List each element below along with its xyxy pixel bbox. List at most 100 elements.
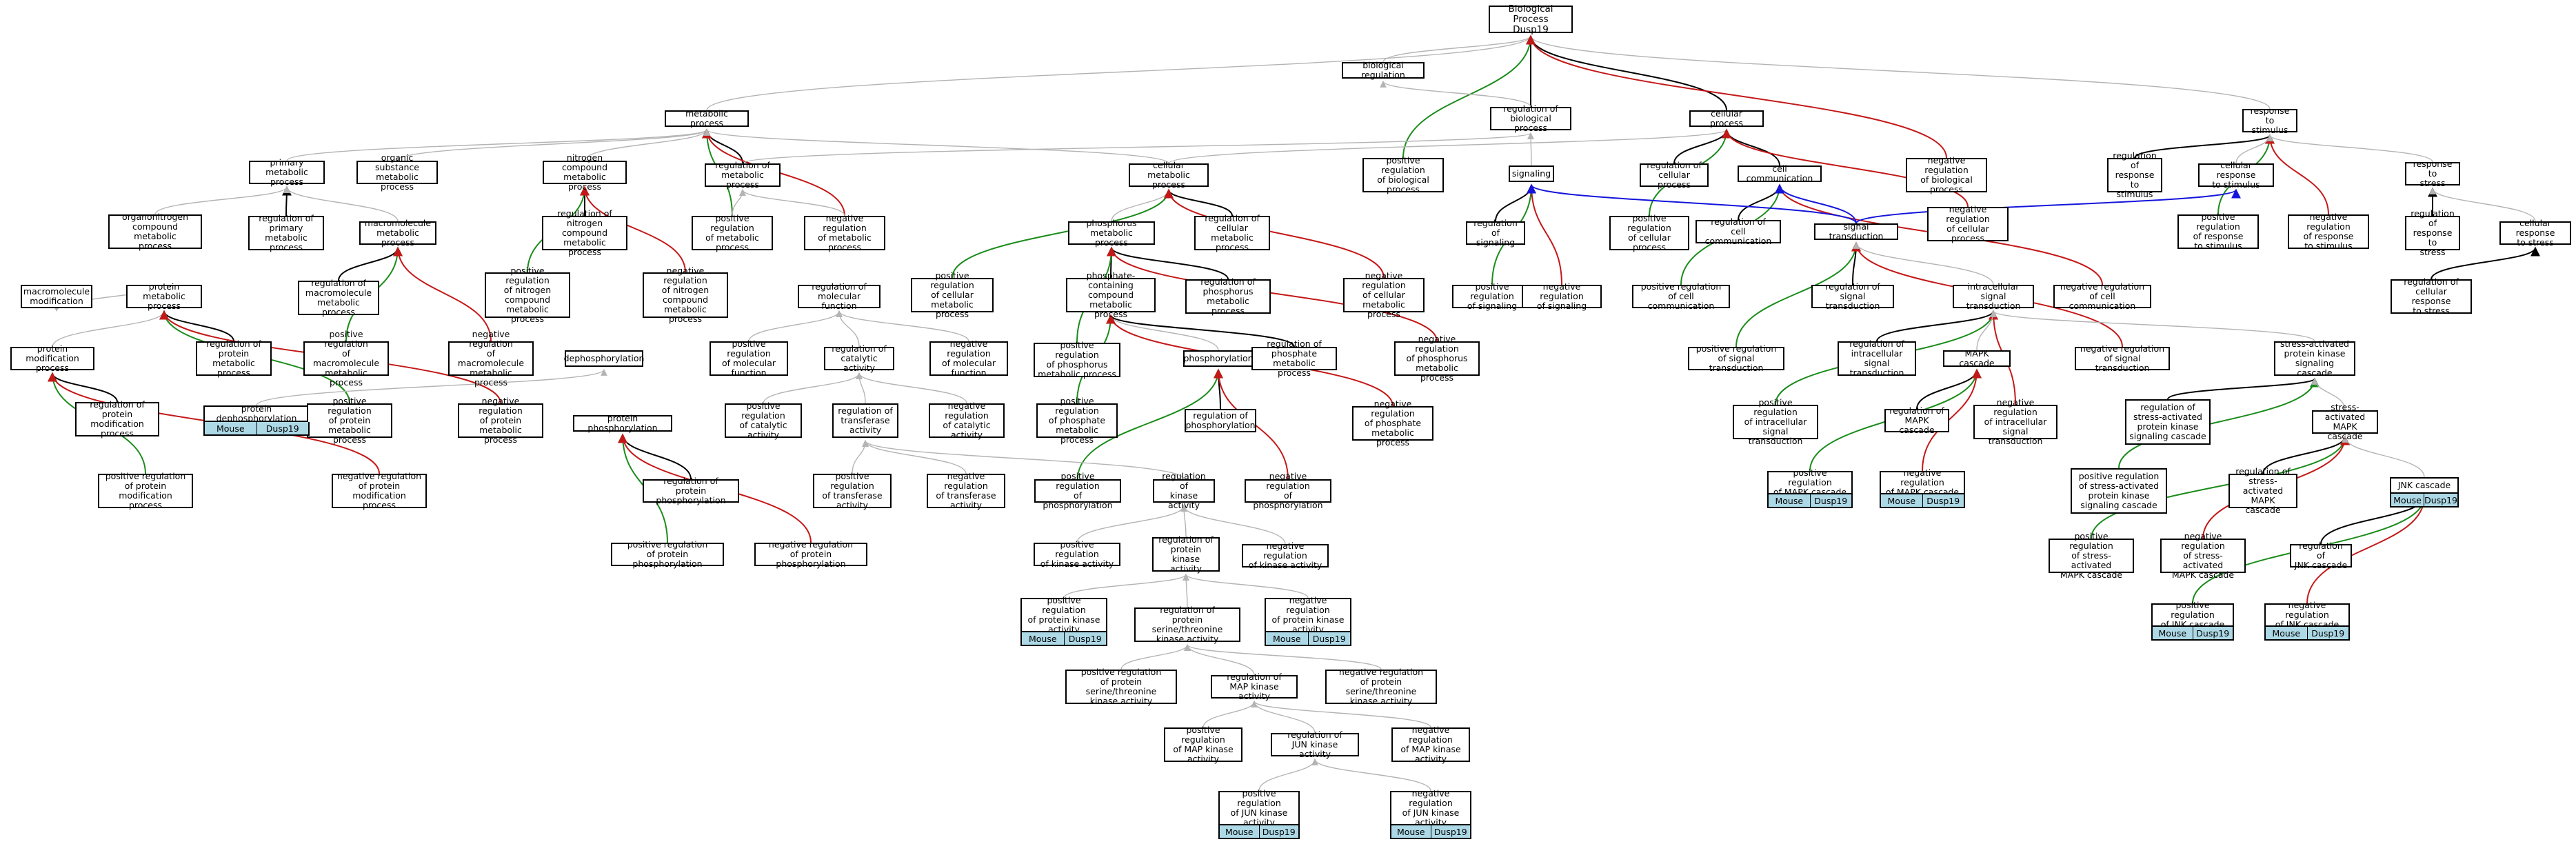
term-node-cellcomm[interactable]: cell communication (1738, 164, 1822, 183)
term-node-posregmet[interactable]: positive regulation of metabolic process (692, 214, 773, 252)
term-node-regintrasig[interactable]: regulation of intracellular signal trans… (1838, 339, 1916, 378)
term-node-posregmacro[interactable]: positive regulation of macromolecule met… (303, 330, 389, 388)
term-node-regphosmet[interactable]: regulation of phosphorus metabolic proce… (1185, 277, 1271, 316)
term-node-negregmapkact[interactable]: negative regulation of MAP kinase activi… (1391, 725, 1470, 764)
term-node-posregjnk[interactable]: positive regulation of JNK cascade (2151, 601, 2234, 630)
term-node-regsamapk[interactable]: regulation of stress-activated MAPK casc… (2228, 467, 2297, 515)
term-node-negregcellcomm[interactable]: negative regulation of cell communicatio… (2053, 282, 2151, 311)
term-node-regjnk[interactable]: regulation of JNK cascade (2290, 541, 2352, 570)
term-node-cellresp[interactable]: cellular response to stimulus (2198, 161, 2274, 190)
term-node-posregcell[interactable]: positive regulation of cellular process (1609, 214, 1689, 252)
term-node-negregjunact[interactable]: negative regulation of JUN kinase activi… (1390, 789, 1471, 827)
term-node-regcellmet[interactable]: regulation of cellular metabolic process (1194, 214, 1270, 252)
term-node-protdephos[interactable]: protein dephosphorylation (203, 404, 310, 423)
term-node-posregbio[interactable]: positive regulation of biological proces… (1362, 156, 1444, 194)
term-node-posregjunact[interactable]: positive regulation of JUN kinase activi… (1218, 789, 1300, 827)
term-node-negregphosphorylation[interactable]: negative regulation of phosphorylation (1245, 472, 1331, 510)
term-node-negregcell[interactable]: negative regulation of cellular process (1927, 205, 2009, 243)
term-node-negregprotmet[interactable]: negative regulation of protein metabolic… (458, 396, 543, 445)
term-node-posregphos[interactable]: positive regulation of phosphorus metabo… (1034, 341, 1120, 379)
term-node-regbio[interactable]: regulation of biological process (1490, 104, 1571, 133)
term-node-samapk[interactable]: stress-activated MAPK cascade (2312, 403, 2378, 441)
term-node-regprotmet[interactable]: regulation of protein metabolic process (196, 339, 272, 378)
term-node-posregmapk[interactable]: positive regulation of MAPK cascade (1767, 468, 1853, 497)
term-node-posregintra[interactable]: positive regulation of intracellular sig… (1733, 398, 1818, 446)
term-node-negregcellmet[interactable]: negative regulation of cellular metaboli… (1343, 271, 1425, 319)
term-node-regmolfn[interactable]: regulation of molecular function (798, 282, 881, 311)
term-node-posregprotkinase[interactable]: positive regulation of protein kinase ac… (1020, 596, 1107, 634)
term-node-negregsamapk[interactable]: negative regulation of stress-activated … (2160, 532, 2246, 580)
term-node-negregresp[interactable]: negative regulation of response to stimu… (2288, 212, 2369, 251)
term-node-posregsapk[interactable]: positive regulation of stress-activated … (2071, 468, 2167, 514)
term-node-posregcellcomm[interactable]: positive regulation of cell communicatio… (1632, 282, 1730, 311)
term-node-posregsig[interactable]: positive regulation of signaling (1452, 282, 1532, 311)
term-node-posregtrans[interactable]: positive regulation of transferase activ… (813, 472, 892, 510)
term-node-phoscont[interactable]: phosphate-containing compound metabolic … (1066, 271, 1156, 319)
term-node-negregphos[interactable]: negative regulation of phosphorus metabo… (1394, 334, 1480, 383)
term-node-negregsigtrans[interactable]: negative regulation of signal transducti… (2075, 344, 2170, 373)
term-node-negregprotphos[interactable]: negative regulation of protein phosphory… (754, 540, 867, 569)
term-node-jnk[interactable]: JNK cascade (2390, 477, 2459, 494)
term-node-regmet[interactable]: regulation of metabolic process (705, 161, 781, 190)
term-node-posregphosphorylation[interactable]: positive regulation of phosphorylation (1034, 472, 1121, 510)
term-node-negregjnk[interactable]: negative regulation of JNK cascade (2264, 601, 2350, 630)
term-node-regmacro[interactable]: regulation of macromolecule metabolic pr… (298, 279, 379, 317)
term-node-posregprotmet[interactable]: positive regulation of protein metabolic… (307, 396, 392, 445)
term-node-negregcat[interactable]: negative regulation of catalytic activit… (929, 401, 1005, 440)
term-node-posregmolfn[interactable]: positive regulation of molecular functio… (710, 339, 788, 378)
term-node-regtrans[interactable]: regulation of transferase activity (832, 403, 898, 438)
term-node-phosmet[interactable]: phosphorus metabolic process (1068, 219, 1155, 248)
term-node-regkinase[interactable]: regulation of kinase activity (1153, 472, 1215, 510)
term-node-respstim[interactable]: response to stimulus (2242, 106, 2297, 135)
term-node-posregcellmet[interactable]: positive regulation of cellular metaboli… (911, 271, 994, 319)
term-node-intrasig[interactable]: intracellular signal transduction (1953, 282, 2034, 311)
term-node-posregsigtrans[interactable]: positive regulation of signal transducti… (1688, 344, 1784, 373)
term-node-protphos[interactable]: protein phosphorylation (573, 414, 672, 433)
term-node-macromod[interactable]: macromolecule modification (21, 285, 92, 308)
term-node-negregintra[interactable]: negative regulation of intracellular sig… (1973, 398, 2057, 446)
term-node-negregbio[interactable]: negative regulation of biological proces… (1906, 156, 1987, 194)
term-node-negregphosph[interactable]: negative regulation of phosphate metabol… (1352, 399, 1433, 448)
term-node-regcellcomm[interactable]: regulation of cell communication (1695, 217, 1781, 246)
term-node-posregserthr[interactable]: positive regulation of protein serine/th… (1065, 667, 1177, 706)
term-node-posregmapkact[interactable]: positive regulation of MAP kinase activi… (1164, 725, 1242, 764)
term-node-posregnitro[interactable]: positive regulation of nitrogen compound… (485, 266, 570, 324)
term-node-protmod[interactable]: protein modification process (10, 344, 94, 373)
term-node-bioreg[interactable]: biological regulation (1342, 61, 1425, 80)
term-node-sigtrans[interactable]: signal transduction (1814, 222, 1898, 241)
term-node-signaling[interactable]: signaling (1509, 165, 1554, 182)
term-node-posregcat[interactable]: positive regulation of catalytic activit… (725, 401, 802, 440)
term-node-posregsamapk[interactable]: positive regulation of stress-activated … (2049, 532, 2134, 580)
term-node-protmet[interactable]: protein metabolic process (126, 282, 202, 311)
term-node-regprotmod[interactable]: regulation of protein modification proce… (75, 400, 159, 439)
term-node-cellmet[interactable]: cellular metabolic process (1129, 161, 1209, 190)
term-node-regprim[interactable]: regulation of primary metabolic process (248, 214, 324, 252)
term-node-sapk[interactable]: stress-activated protein kinase signalin… (2274, 339, 2355, 378)
term-node-dephos[interactable]: dephosphorylation (564, 350, 644, 367)
term-node-regmapk[interactable]: regulation of MAPK cascade (1884, 406, 1949, 435)
term-node-regsigtrans[interactable]: regulation of signal transduction (1811, 282, 1894, 311)
term-node-phosphorylation[interactable]: phosphorylation (1183, 350, 1254, 367)
term-node-primmet[interactable]: primary metabolic process (249, 158, 325, 187)
term-node-cellrespstress[interactable]: cellular response to stress (2499, 219, 2571, 248)
term-node-posregprotmod[interactable]: positive regulation of protein modificat… (98, 472, 193, 510)
term-node-regcellrespstress[interactable]: regulation of cellular response to stres… (2391, 277, 2472, 316)
term-node-orgsub[interactable]: organic substance metabolic process (356, 153, 438, 192)
term-node-regsapk[interactable]: regulation of stress-activated protein k… (2125, 399, 2211, 445)
term-node-posregkinase[interactable]: positive regulation of kinase activity (1034, 540, 1120, 569)
term-node-regphosphmet[interactable]: regulation of phosphate metabolic proces… (1251, 339, 1337, 378)
term-node-negregtrans[interactable]: negative regulation of transferase activ… (927, 472, 1005, 510)
term-node-negregsig[interactable]: negative regulation of signaling (1522, 282, 1602, 311)
term-node-negregkinase[interactable]: negative regulation of kinase activity (1242, 541, 1329, 570)
term-node-negregmolfn[interactable]: negative regulation of molecular functio… (929, 339, 1008, 378)
term-node-regmapkact[interactable]: regulation of MAP kinase activity (1211, 672, 1298, 701)
